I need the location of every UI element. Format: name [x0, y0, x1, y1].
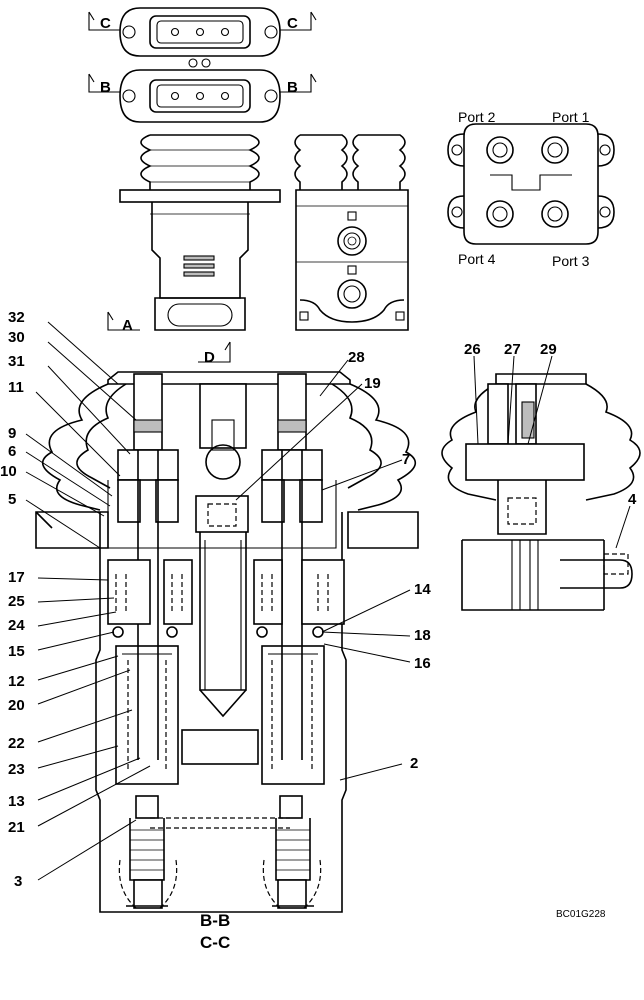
- drawing-reference: BC01G228: [556, 909, 606, 920]
- callout-16: 16: [414, 655, 431, 672]
- callout-26: 26: [464, 341, 481, 358]
- port-2-label: Port 2: [458, 109, 496, 125]
- callout-10: 10: [0, 463, 17, 480]
- callout-6: 6: [8, 443, 16, 460]
- section-marker-c-right: C: [287, 15, 298, 32]
- callout-2: 2: [410, 755, 418, 772]
- main-cross-section: [35, 371, 419, 913]
- port-3-label: Port 3: [552, 253, 590, 269]
- callout-13: 13: [8, 793, 25, 810]
- section-marker-b-left: B: [100, 79, 111, 96]
- callout-3: 3: [14, 873, 22, 890]
- section-marker-a: A: [122, 317, 133, 334]
- front-view-assembly: A: [107, 134, 281, 334]
- callout-7: 7: [402, 451, 410, 468]
- callout-29: 29: [540, 341, 557, 358]
- port-4-label: Port 4: [458, 251, 496, 267]
- callout-11: 11: [8, 379, 24, 396]
- callout-27: 27: [504, 341, 521, 358]
- section-marker-d: D: [204, 349, 215, 366]
- callout-24: 24: [8, 617, 25, 634]
- section-marker-b-right: B: [287, 79, 298, 96]
- detail-view-assembly: [441, 373, 641, 611]
- callout-numbers: 32 30 31 11 9 6 10 5 17 25 24 15 12 20 2…: [0, 309, 637, 890]
- section-view-b: B B: [88, 69, 317, 123]
- callout-9: 9: [8, 425, 16, 442]
- section-marker-c-left: C: [100, 15, 111, 32]
- callout-30: 30: [8, 329, 25, 346]
- callout-5: 5: [8, 491, 16, 508]
- port-1-label: Port 1: [552, 109, 590, 125]
- callout-12: 12: [8, 673, 25, 690]
- callout-21: 21: [8, 819, 25, 836]
- side-view-assembly: [294, 134, 409, 331]
- callout-32: 32: [8, 309, 25, 326]
- callout-28: 28: [348, 349, 365, 366]
- callout-31: 31: [8, 353, 25, 370]
- section-caption-bb: B-B: [200, 911, 230, 930]
- callout-22: 22: [8, 735, 25, 752]
- callout-23: 23: [8, 761, 25, 778]
- callout-25: 25: [8, 593, 25, 610]
- callout-17: 17: [8, 569, 25, 586]
- callout-18: 18: [414, 627, 431, 644]
- callout-15: 15: [8, 643, 25, 660]
- callout-14: 14: [414, 581, 431, 598]
- callout-leaders: [25, 321, 631, 881]
- callout-20: 20: [8, 697, 25, 714]
- callout-19: 19: [364, 375, 381, 392]
- section-view-c: C C: [88, 7, 317, 57]
- callout-4: 4: [628, 491, 637, 508]
- section-caption-cc: C-C: [200, 933, 230, 952]
- port-layout-view: Port 2 Port 1 Port 4 Port 3: [447, 109, 615, 269]
